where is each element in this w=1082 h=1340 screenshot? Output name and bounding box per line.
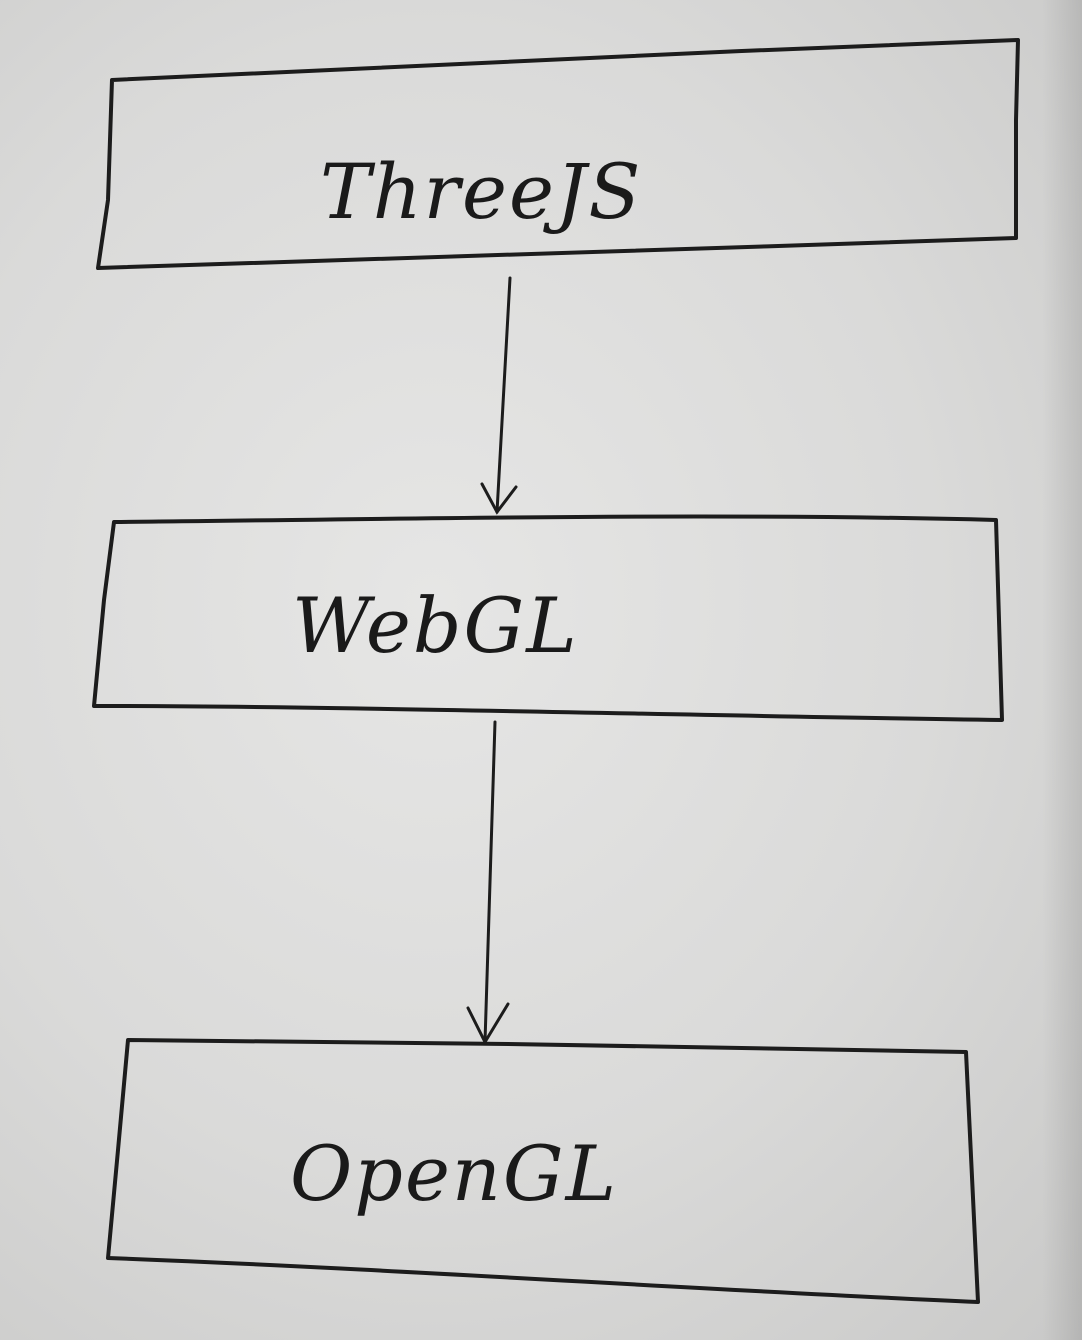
page-edge-shadow: [1042, 0, 1082, 1340]
box-threejs-outline: [96, 38, 1020, 270]
arrow-webgl-to-opengl-shaft: [483, 720, 497, 1044]
box-webgl-outline: [92, 514, 1004, 722]
arrow-webgl-to-opengl-head: [466, 1002, 510, 1046]
arrow-threejs-to-webgl-head: [480, 482, 518, 515]
arrow-threejs-to-webgl-shaft: [495, 276, 512, 514]
box-opengl: OpenGL: [106, 1038, 980, 1304]
box-webgl-label: WebGL: [292, 581, 579, 670]
box-opengl-outline: [106, 1038, 980, 1304]
arrow-webgl-to-opengl: [466, 720, 510, 1046]
arrow-threejs-to-webgl: [480, 276, 518, 515]
box-threejs: ThreeJS: [96, 38, 1020, 270]
box-threejs-label: ThreeJS: [320, 147, 642, 236]
box-opengl-label: OpenGL: [290, 1129, 618, 1218]
box-webgl: WebGL: [92, 514, 1004, 722]
